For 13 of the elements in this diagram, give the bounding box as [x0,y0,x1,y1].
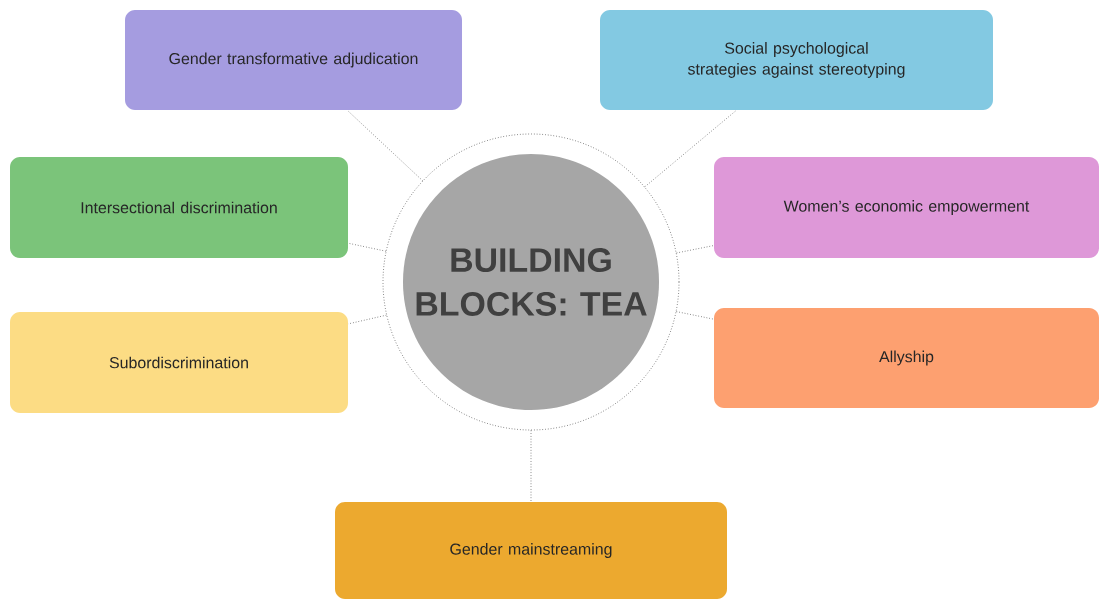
topic-box: Intersectional discrimination [10,157,348,258]
topic-box: Gender transformative adjudication [125,10,462,110]
topic-box: Subordiscrimination [10,312,348,413]
connector-line [346,109,423,182]
topic-box: Gender mainstreaming [335,502,727,599]
connector-line [347,314,387,325]
connector-line [676,311,715,320]
connector-line [530,430,532,503]
connector-line [676,245,715,254]
topic-box: Allyship [714,308,1099,408]
topic-box: Social psychological strategies against stereotyping [600,10,993,110]
topic-box: Women’s economic empowerment [714,157,1099,258]
connector-line [644,109,737,188]
